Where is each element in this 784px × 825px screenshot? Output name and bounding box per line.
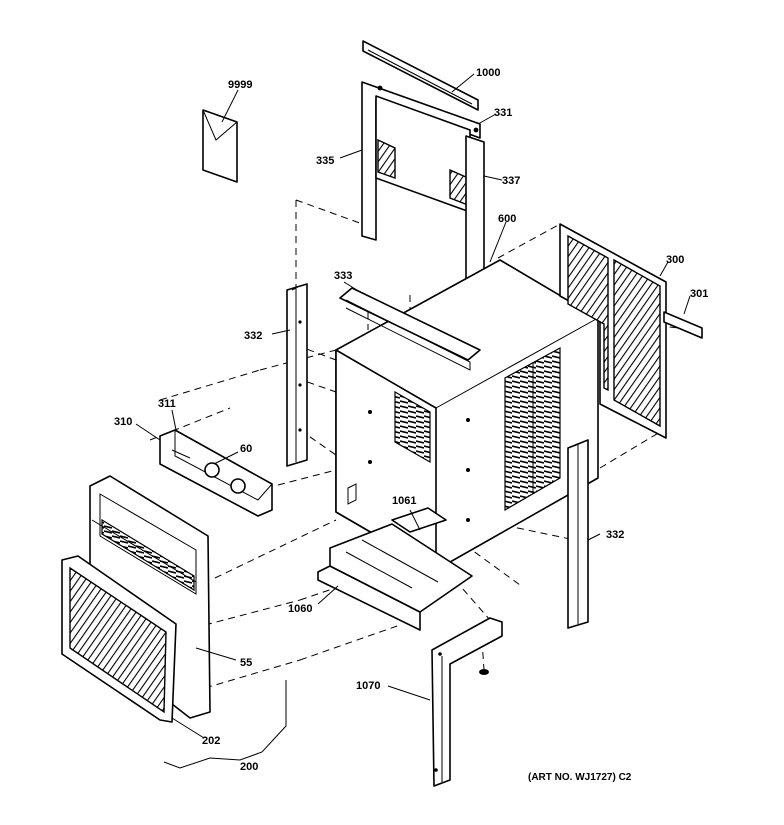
art-number-caption: (ART NO. WJ1727) C2 xyxy=(528,772,632,783)
literature-envelope xyxy=(202,109,238,183)
label-301: 301 xyxy=(690,288,708,300)
label-335: 335 xyxy=(316,155,334,167)
label-332-left: 332 xyxy=(244,330,262,342)
label-331: 331 xyxy=(494,107,512,119)
rear-grille xyxy=(559,223,667,439)
label-1000: 1000 xyxy=(476,67,500,79)
label-333: 333 xyxy=(334,270,352,282)
label-200: 200 xyxy=(240,761,258,773)
side-channel-right xyxy=(567,439,589,629)
base-pan xyxy=(317,523,473,631)
label-600: 600 xyxy=(498,213,516,225)
support-leg xyxy=(431,617,503,787)
top-support-rail xyxy=(339,287,481,371)
side-channel-left xyxy=(286,283,308,467)
base-bracket xyxy=(391,507,447,533)
label-9999: 9999 xyxy=(228,79,252,91)
rear-bracket xyxy=(663,311,703,339)
label-300: 300 xyxy=(666,254,684,266)
label-332-right: 332 xyxy=(606,529,624,541)
cabinet-wrapper xyxy=(335,259,599,571)
label-310: 310 xyxy=(114,416,132,428)
label-1070: 1070 xyxy=(356,680,380,692)
front-grille xyxy=(61,555,177,723)
label-60: 60 xyxy=(240,443,252,455)
top-rail xyxy=(362,40,479,111)
label-202: 202 xyxy=(202,735,220,747)
leader-lines xyxy=(135,73,691,769)
side-curtain-assembly xyxy=(361,81,485,301)
label-55: 55 xyxy=(240,657,252,669)
part-labels: 1000 9999 331 335 337 600 300 333 301 33… xyxy=(114,67,708,783)
label-1061: 1061 xyxy=(392,495,416,507)
label-311: 311 xyxy=(158,398,176,410)
control-panel xyxy=(159,429,273,517)
label-337: 337 xyxy=(502,175,520,187)
label-1060: 1060 xyxy=(288,603,312,615)
